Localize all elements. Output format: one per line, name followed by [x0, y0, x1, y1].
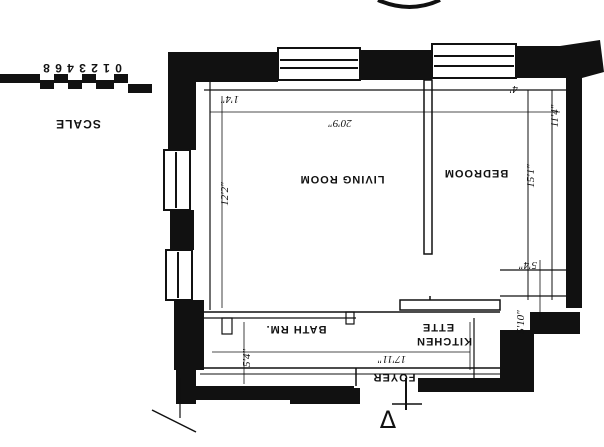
dim-bedroom-depth: 15'1" — [525, 164, 537, 188]
wall-top-left — [168, 52, 278, 82]
wall-top-mid — [360, 50, 432, 80]
dimension-labels: 20'9" 12'2" 15'1" 11'4" 5'4" 5'10" 17'11… — [219, 83, 561, 367]
window-left-1 — [163, 149, 191, 211]
dim-kitchen-depth: 5'10" — [515, 310, 527, 334]
wall-kitchen-top — [530, 312, 580, 334]
dim-corner-right: 4' — [509, 83, 518, 95]
wall-left-low — [174, 300, 204, 370]
room-label-kitchen-ette: ETTE — [422, 321, 454, 333]
interior-lines — [151, 79, 566, 433]
scale-segment — [0, 74, 40, 83]
partition-wall — [423, 79, 433, 255]
scale-segment — [96, 80, 114, 89]
wall-left-base — [176, 370, 196, 404]
scale-segment — [128, 84, 152, 93]
wall-left-mid — [170, 210, 194, 250]
window-top-right — [431, 43, 517, 79]
wall-bottom-right — [418, 378, 516, 392]
wall-left-top — [168, 82, 196, 150]
dim-foyer-length: 17'11" — [378, 353, 407, 365]
room-label-living: LIVING ROOM — [300, 173, 385, 185]
room-label-bath: BATH RM. — [266, 323, 327, 335]
scale-segment — [68, 80, 82, 89]
scale-segment — [54, 74, 68, 83]
dim-living-width: 20'9" — [328, 117, 352, 129]
scale-segment — [40, 80, 54, 89]
room-label-kitchen: KITCHEN — [416, 335, 472, 347]
room-label-foyer: FOYER — [373, 371, 416, 383]
dim-corner-left: 1'4" — [221, 93, 239, 105]
scale-bar: 0 1 2 3 4 6 8 SCALE — [0, 61, 152, 131]
scale-segment — [114, 74, 128, 83]
dim-bedroom-top: 11'4" — [549, 104, 561, 127]
entry-triangle-icon: Δ — [380, 406, 397, 434]
room-labels: LIVING ROOM BEDROOM BATH RM. KITCHEN ETT… — [266, 167, 509, 383]
dim-bath-depth: 5'4" — [241, 349, 253, 367]
exterior-walls — [168, 40, 604, 404]
dim-living-depth: 12'2" — [219, 182, 231, 206]
scale-segment — [82, 74, 96, 83]
scale-label: SCALE — [55, 117, 101, 131]
wall-right — [566, 78, 582, 308]
window-left-2 — [165, 249, 193, 301]
wall-kitchen-bump — [500, 330, 534, 392]
wall-bottom-block — [290, 388, 360, 404]
wall-corner-ext — [560, 40, 604, 78]
kitchen-counter — [399, 299, 501, 311]
room-label-bedroom: BEDROOM — [444, 167, 508, 179]
windows — [163, 43, 517, 301]
window-top-left — [277, 47, 361, 81]
scale-numbers: 0 1 2 3 4 6 8 — [42, 61, 122, 75]
dim-kitchen-width: 5'4" — [519, 259, 537, 271]
top-arc — [377, 0, 441, 9]
